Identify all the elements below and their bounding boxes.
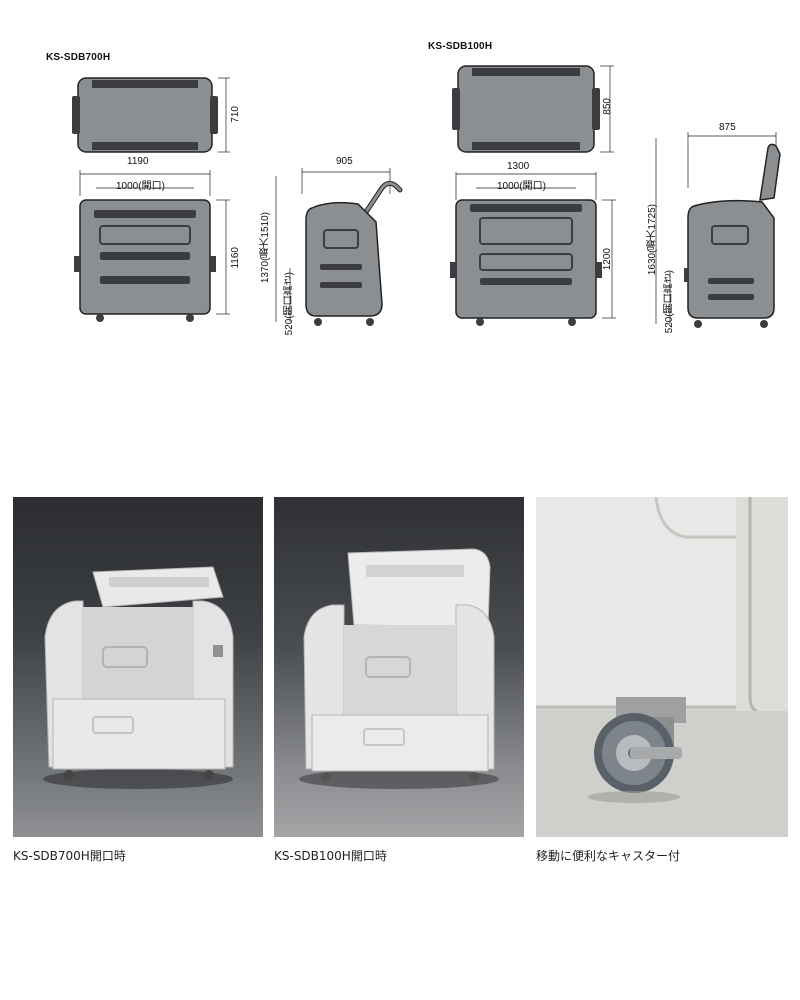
dim-front-height-large: 1200 [602,248,613,271]
dim-front-opening-small: 1000(開口) [116,181,165,192]
top-view-large [452,65,614,153]
caption-photo2: KS-SDB100H開口時 [274,849,387,863]
front-view-large [450,172,616,326]
top-view-small [72,77,230,153]
photo-small-open [13,497,263,837]
model-label-small: KS-SDB700H [46,52,111,63]
dim-side-depth-large: 875 [719,122,736,133]
model-label-large: KS-SDB100H [428,41,493,52]
dim-front-opening-large: 1000(開口) [497,181,546,192]
dim-top-depth-small: 710 [230,106,241,123]
front-view-small [74,170,230,322]
dim-front-height-small: 1160 [230,247,241,269]
dim-side-depth-small: 905 [336,156,353,167]
dim-front-width-large: 1300 [507,161,530,172]
caption-photo1: KS-SDB700H開口時 [13,849,126,863]
photo-caster-closeup [536,497,788,837]
dim-front-width-small: 1190 [127,156,149,167]
photo-large-open [274,497,524,837]
side-view-large [655,132,781,328]
dim-top-depth-large: 850 [602,98,613,115]
caption-photo3: 移動に便利なキャスター付 [536,849,681,863]
side-view-small [275,168,403,326]
